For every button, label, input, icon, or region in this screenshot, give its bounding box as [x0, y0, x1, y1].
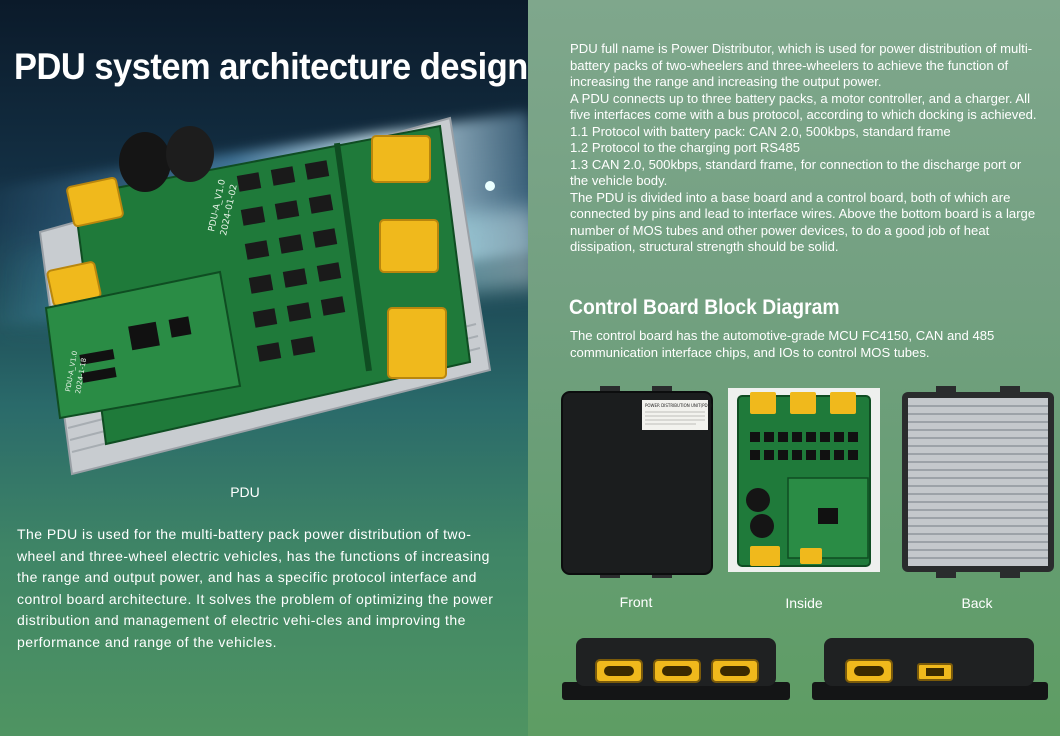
mos-tube-array — [236, 160, 346, 362]
intro-paragraph: The PDU is divided into a base board and… — [570, 189, 1036, 255]
input-connectors — [46, 176, 124, 307]
left-description: The PDU is used for the multi-battery pa… — [17, 526, 494, 650]
back-view-photo — [902, 386, 1054, 578]
control-board-chips — [79, 316, 192, 383]
intro-text: PDU full name is Power Distributor, whic… — [570, 41, 1040, 256]
front-view-photo: POWER DISTRIBUTION UNIT(PDU) — [561, 386, 713, 578]
page-title: PDU system architecture design — [14, 46, 528, 87]
front-caption: Front — [619, 594, 653, 610]
output-connectors — [371, 135, 447, 379]
right-info-panel — [528, 0, 1060, 736]
inside-view-photo — [728, 388, 880, 572]
intro-paragraph: 1.1 Protocol with battery pack: CAN 2.0,… — [570, 123, 951, 139]
inside-caption: Inside — [785, 595, 823, 611]
product-label — [642, 400, 708, 430]
connector-2 — [379, 219, 439, 273]
pdu-board-photo: PDU-A_V1.0 2024-01-02 PDU-A_V1.0 2024-1-… — [38, 116, 495, 476]
side-view-two-ports — [812, 638, 1048, 700]
connector-3 — [387, 307, 447, 379]
side-view-three-ports — [562, 638, 790, 700]
board-caption: PDU — [230, 484, 260, 500]
intro-paragraph: A PDU connects up to three battery packs… — [570, 90, 1037, 123]
intro-paragraph: 1.2 Protocol to the charging port RS485 — [570, 140, 801, 155]
section-description: The control board has the automotive-gra… — [570, 328, 995, 360]
left-hero-panel: PDU-A_V1.0 2024-01-02 PDU-A_V1.0 2024-1-… — [0, 0, 528, 736]
intro-paragraph: 1.3 CAN 2.0, 500kbps, standard frame, fo… — [570, 156, 1022, 189]
connector-input-1 — [66, 176, 124, 228]
capacitors — [119, 126, 214, 192]
light-flare — [485, 181, 495, 191]
back-caption: Back — [961, 595, 993, 611]
board-divider — [334, 142, 372, 372]
product-label-title: POWER DISTRIBUTION UNIT(PDU) — [645, 403, 713, 408]
connector-1 — [371, 135, 431, 183]
section-title: Control Board Block Diagram — [569, 296, 840, 319]
intro-paragraph: PDU full name is Power Distributor, whic… — [570, 41, 1033, 89]
